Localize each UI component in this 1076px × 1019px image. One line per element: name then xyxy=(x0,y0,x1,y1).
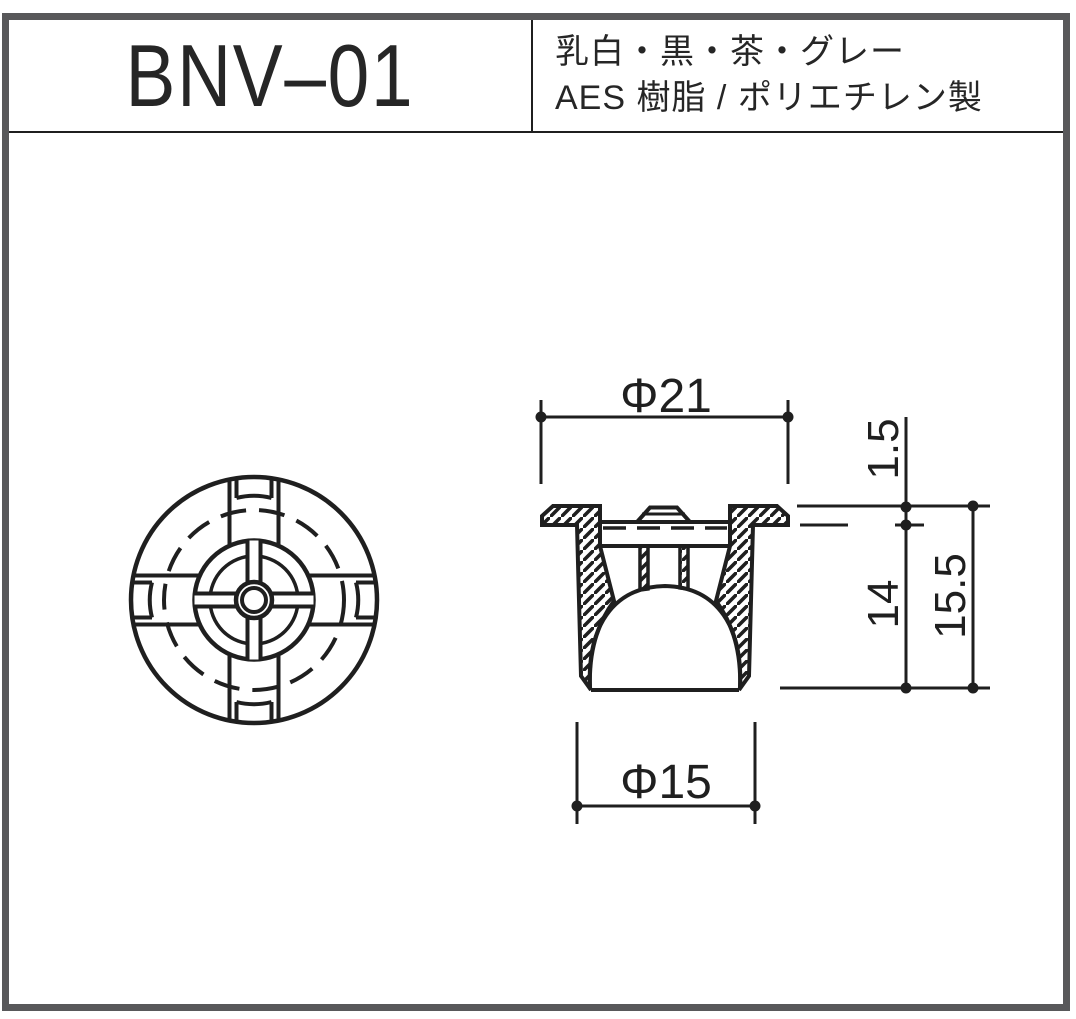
model-cell: BNV–01 xyxy=(9,20,533,131)
title-block: BNV–01 乳白・黒・茶・グレー AES 樹脂 / ポリエチレン製 xyxy=(9,20,1063,133)
material-spec: AES 樹脂 / ポリエチレン製 xyxy=(555,79,983,117)
spec-cell: 乳白・黒・茶・グレー AES 樹脂 / ポリエチレン製 xyxy=(533,20,1063,131)
model-number: BNV–01 xyxy=(125,25,415,125)
color-options: 乳白・黒・茶・グレー xyxy=(555,33,905,71)
sheet-frame: BNV–01 乳白・黒・茶・グレー AES 樹脂 / ポリエチレン製 xyxy=(2,13,1070,1011)
